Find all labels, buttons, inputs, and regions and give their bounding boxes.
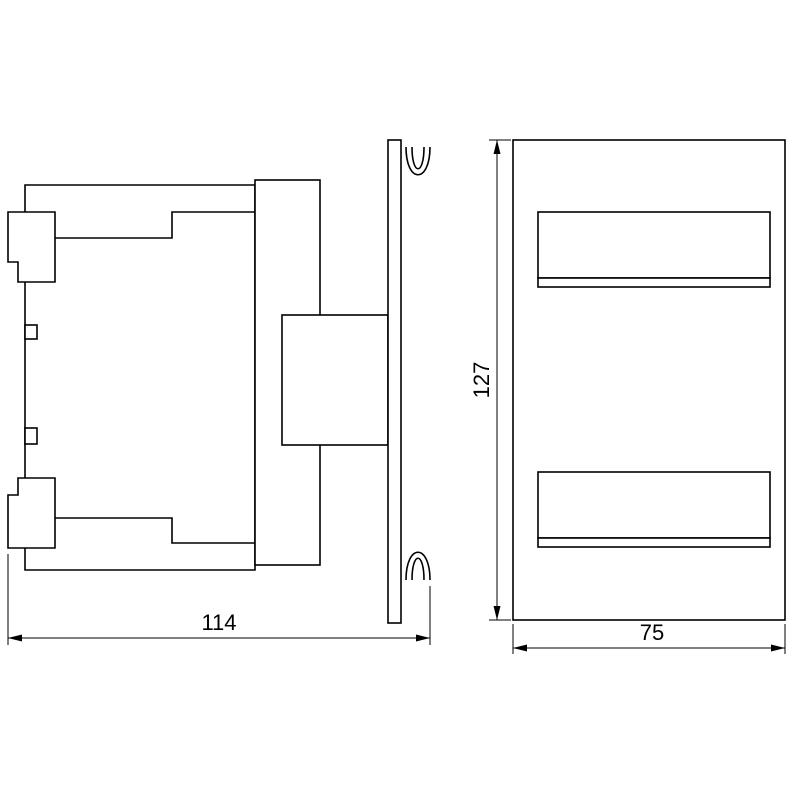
dimension-label-front-width: 75 [640,620,664,645]
side-left-notch-upper [24,324,38,340]
dimension-front-width-arrow-left [513,644,527,652]
din-rail [387,139,431,624]
dimension-side-width-arrow-left [8,634,22,642]
front-top-terminal-cover-lip [537,277,771,288]
front-top-terminal-cover [537,211,771,279]
side-molding-line-top [55,211,255,239]
dimension-side-width-arrow-right [416,634,430,642]
rail-hook-bottom [405,551,431,581]
dimension-front-width-extension-lines [512,624,786,654]
side-bottom-terminal-tab [7,477,56,549]
side-view [7,179,389,571]
rail-plate [387,139,402,624]
side-body-outline [24,184,256,571]
front-view [512,139,786,621]
dimension-front-width: 75 [512,620,786,654]
dimension-front-height-extension-lines [489,139,511,621]
dimension-front-height: 127 [469,139,511,621]
side-molding-line-bottom [55,517,255,544]
front-bottom-terminal-cover [537,471,771,539]
dimension-side-width: 114 [7,554,431,645]
dimension-front-width-arrow-right [771,644,785,652]
side-left-notch-lower [24,427,38,445]
dimension-label-side-width: 114 [201,610,236,635]
side-mount-boss [281,314,389,446]
dimension-front-height-arrow-bottom [493,606,501,620]
dimension-side-width-extension-lines [7,554,431,645]
front-bottom-terminal-cover-lip [537,537,771,548]
side-top-terminal-tab [7,211,56,283]
dimension-front-height-arrow-top [493,140,501,154]
rail-hook-top [405,146,431,176]
dimension-label-front-height: 127 [469,362,494,399]
